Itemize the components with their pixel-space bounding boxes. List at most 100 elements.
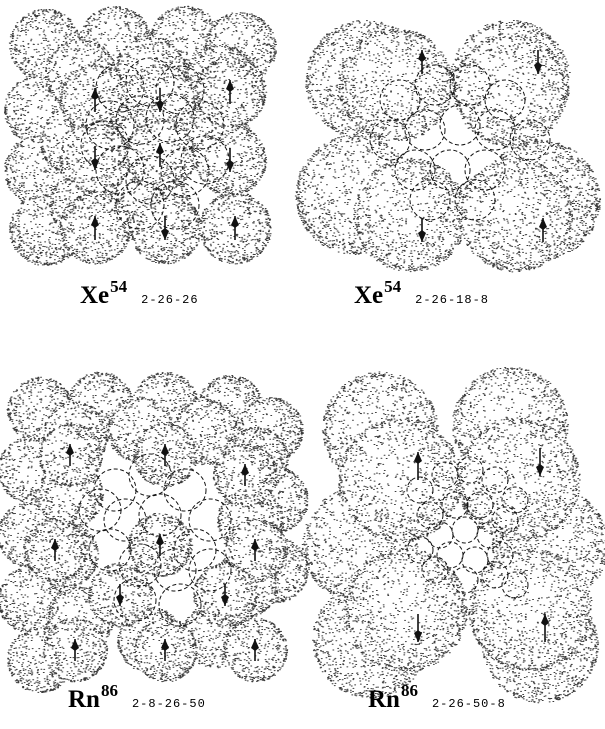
element-symbol: Xe [354, 282, 384, 309]
spin-down-arrow [418, 218, 426, 242]
element-symbol: Xe [80, 282, 110, 309]
inner-shell-orbital [414, 64, 456, 106]
electron-sphere [452, 32, 569, 148]
spin-down-arrow [221, 584, 229, 606]
electron-sphere [338, 27, 453, 142]
inner-shell-orbital [481, 466, 509, 494]
inner-shell-orbital [449, 64, 491, 106]
element-symbol: Rn [68, 686, 100, 713]
spin-up-arrow [66, 444, 74, 466]
inner-shell-orbital [454, 179, 496, 221]
shell-configuration: 2-8-26-50 [131, 697, 206, 711]
spin-down-arrow [116, 584, 124, 606]
rn-2-26-50-8-sphere-model [301, 367, 605, 704]
xe-2-26-26-figure: Xe54 2-26-26 [0, 0, 300, 330]
atomic-number: 54 [110, 277, 128, 296]
inner-shell-orbital [481, 561, 509, 589]
rn-2-8-26-50-sphere-model [0, 371, 310, 693]
inner-shell-orbital [466, 491, 494, 519]
electron-sphere [467, 547, 593, 672]
xe-2-26-18-8-sphere-model [294, 20, 602, 273]
inner-shell-orbital [125, 155, 175, 205]
inner-shell-orbital [153, 548, 197, 592]
spin-down-arrow [536, 448, 544, 476]
spin-up-arrow [91, 88, 99, 112]
electron-sphere [338, 418, 463, 543]
inner-shell-orbital [180, 135, 230, 185]
inner-shell-orbital [155, 65, 205, 115]
xe-2-26-26-caption: Xe54 2-26-26 [80, 277, 199, 310]
inner-shell-orbital [461, 546, 489, 574]
spin-up-arrow [539, 218, 547, 242]
inner-shell-orbital [451, 566, 479, 594]
spin-up-arrow [418, 50, 426, 74]
xe-2-26-26-sphere-model [4, 5, 277, 266]
spin-up-arrow [161, 639, 169, 661]
xe-2-26-18-8-caption: Xe542-26-18-8 [354, 277, 489, 310]
inner-shell-orbital [103, 498, 147, 542]
rn-2-8-26-50-caption: Rn86 2-8-26-50 [68, 681, 206, 714]
spin-down-arrow [91, 146, 99, 170]
rn-2-26-50-8-figure: Rn862-26-50-8 [300, 367, 605, 729]
inner-shell-orbital [439, 104, 481, 146]
inner-shell-orbital [160, 147, 210, 197]
spin-up-arrow [161, 444, 169, 466]
inner-shell-orbital [486, 541, 514, 569]
inner-shell-orbital [501, 486, 529, 514]
spin-up-arrow [226, 80, 234, 104]
spin-up-arrow [414, 452, 422, 480]
inner-shell-orbital [409, 179, 451, 221]
spin-up-arrow [51, 539, 59, 561]
electron-sphere [342, 548, 469, 673]
inner-shell-orbital [491, 506, 519, 534]
shell-configuration: 2-26-50-8 [431, 697, 506, 711]
spin-up-arrow [251, 639, 259, 661]
inner-shell-orbital [95, 145, 145, 195]
spin-up-arrow [241, 464, 249, 486]
inner-shell-orbital [441, 491, 469, 519]
inner-shell-orbital [406, 536, 434, 564]
inner-shell-orbital [404, 109, 446, 151]
spin-down-arrow [414, 614, 422, 642]
spin-down-arrow [226, 148, 234, 172]
spin-up-arrow [91, 216, 99, 240]
inner-shell-orbital [501, 571, 529, 599]
inner-shell-orbital [188, 498, 232, 542]
spin-up-arrow [251, 539, 259, 561]
inner-shell-orbital [484, 79, 526, 121]
inner-shell-orbital [85, 100, 135, 150]
inner-shell-orbital [95, 63, 145, 113]
inner-shell-orbital [175, 100, 225, 150]
inner-shell-orbital [163, 468, 207, 512]
shell-configuration: 2-26-26 [141, 293, 199, 307]
spin-up-arrow [231, 216, 239, 240]
inner-shell-orbital [406, 476, 434, 504]
inner-shell-orbital [369, 119, 411, 161]
inner-shell-orbital [509, 119, 551, 161]
electron-sphere [457, 158, 573, 273]
inner-shell-orbital [188, 548, 232, 592]
inner-shell-orbital [421, 556, 449, 584]
inner-shell-orbital [394, 149, 436, 191]
inner-shell-orbital [125, 57, 175, 107]
atomic-number: 86 [100, 681, 118, 700]
electron-sphere [352, 157, 468, 273]
inner-shell-orbital [113, 578, 157, 622]
inner-shell-orbital [150, 180, 200, 230]
element-symbol: Rn [368, 686, 400, 713]
inner-shell-orbital [476, 521, 504, 549]
inner-shell-orbital [416, 501, 444, 529]
inner-shell-orbital [456, 456, 484, 484]
rn-2-26-50-8-caption: Rn862-26-50-8 [368, 681, 506, 714]
inner-shell-orbital [118, 543, 162, 587]
inner-shell-orbital [115, 95, 165, 145]
inner-shell-orbital [80, 120, 130, 170]
inner-shell-orbital [158, 583, 202, 627]
inner-shell-orbital [379, 79, 421, 121]
rn-2-8-26-50-figure: Rn86 2-8-26-50 [0, 370, 310, 729]
inner-shell-orbital [145, 93, 195, 143]
inner-shell-orbital [115, 180, 165, 230]
electron-sphere [455, 417, 581, 543]
spin-up-arrow [541, 614, 549, 642]
inner-shell-orbital [464, 149, 506, 191]
